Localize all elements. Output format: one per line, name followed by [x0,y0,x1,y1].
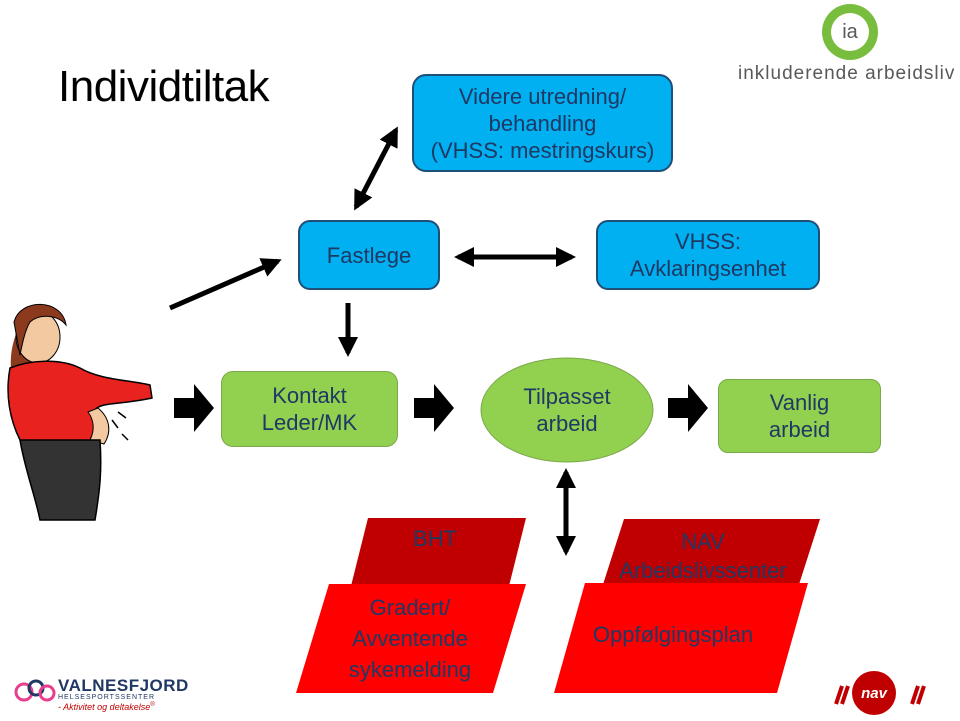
valnesfjord-registered: ® [150,702,155,708]
nav-asc-line-2: Arbeidslivssenter [619,558,787,583]
vhss-line-1: VHSS: [674,229,741,254]
valnesfjord-sub: HELSESPORTSSENTER [58,694,156,701]
valnesfjord-name: VALNESFJORD [58,676,189,695]
tilpasset-line-2: arbeid [536,411,598,436]
arrow-fastlege-videre [353,126,399,211]
fastlege-label: Fastlege [326,242,412,268]
fastlege-box: Fastlege [298,220,440,290]
valnesfjord-logo-icon [14,679,56,702]
vanlig-arbeid-box: Vanlig arbeid [718,379,881,453]
valnesfjord-tagline: - Aktivitet og deltakelse® [58,702,155,712]
vanlig-line-1: Vanlig [769,390,830,415]
kontakt-line-1: Kontakt [272,383,347,408]
vanlig-line-2: arbeid [768,417,831,442]
tilpasset-arbeid-node: Tilpasset arbeid [481,358,653,462]
videre-utredning-box: Videre utredning/ behandling (VHSS: mest… [412,74,673,172]
valnesfjord-tagline-text: - Aktivitet og deltakelse [58,702,151,712]
page-title: Individtiltak [58,62,270,111]
nav-logo-text: nav [861,684,887,702]
vhss-box: VHSS: Avklaringsenhet [596,220,820,290]
nav-asc-shape [598,519,820,600]
kontakt-line-2: Leder/MK [261,410,358,435]
tilpasset-arbeid-shape [480,357,654,463]
nav-asc-line-1: NAV [681,529,725,554]
block-arrow-2 [414,384,454,432]
nav-logo-icon: nav [852,671,896,715]
bht-shape [348,518,526,598]
ia-logo-icon: ia [822,4,878,60]
gradert-line-3: sykemelding [348,657,472,682]
arrow-woman-fastlege [169,258,282,311]
kontakt-leder-box: Kontakt Leder/MK [221,371,398,447]
videre-line-3: (VHSS: mestringskurs) [430,137,655,163]
tilpasset-line-1: Tilpasset [523,384,611,409]
woman-back-pain-icon [7,303,153,521]
nav-asc-node: NAV Arbeidslivssenter [600,527,806,585]
gradert-line-2: Avventende [352,626,468,651]
block-arrow-1 [174,384,214,432]
nav-logo-slashes-icon [834,685,926,705]
gradert-line-1: Gradert/ [369,595,451,620]
ia-logo-mark: ia [831,13,869,51]
oppfolging-shape [554,583,808,693]
gradert-shape [296,584,526,693]
oppfolging-label: Oppfølgingsplan [592,622,754,647]
videre-line-2: behandling [488,110,597,136]
bht-label: BHT [413,526,457,551]
vhss-line-2: Avklaringsenhet [629,256,787,281]
ia-logo-text: inkluderende arbeidsliv [738,63,956,84]
gradert-node: Gradert/ Avventende sykemelding [320,592,500,685]
block-arrow-3 [668,384,708,432]
videre-line-1: Videre utredning/ [458,83,627,109]
